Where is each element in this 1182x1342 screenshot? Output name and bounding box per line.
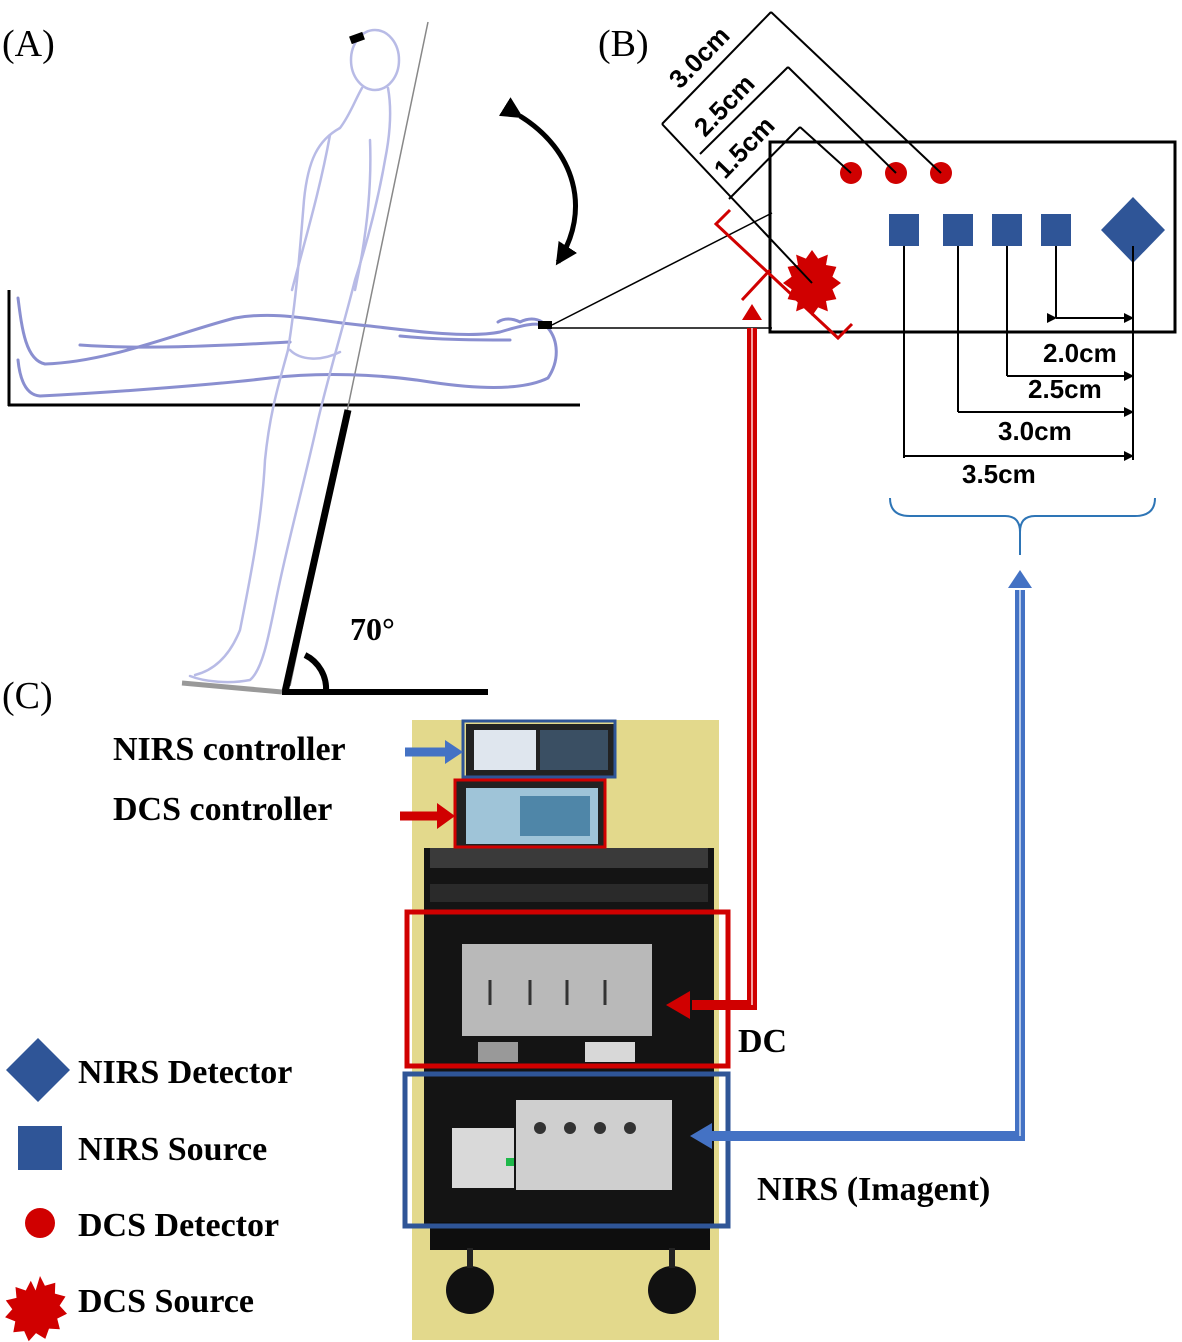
dcs-fiber-arrowhead-left	[666, 991, 690, 1019]
legend-nirs-source-symbol	[18, 1126, 62, 1170]
nirs-imagent-base	[452, 1128, 514, 1188]
nirs-source-marker	[889, 214, 919, 246]
dcs-controller-highlight	[453, 778, 607, 849]
legend-dcs-detector-symbol	[25, 1208, 55, 1238]
cart-wheel	[446, 1266, 494, 1314]
angle-label: 70°	[350, 611, 395, 647]
nirs-indicator-led	[506, 1158, 514, 1166]
nirs-controller-highlight	[461, 719, 617, 779]
nirs-imagent-ports	[534, 1122, 636, 1134]
legend-dcs-source-label: DCS Source	[78, 1283, 254, 1320]
cart-rail	[430, 884, 708, 902]
nirs-controller-arrow-head	[445, 740, 463, 764]
nirs-fiber-arrowhead-left	[690, 1123, 712, 1149]
nirs-separation-label: 2.0cm	[1043, 338, 1117, 368]
nirs-source-marker	[1041, 214, 1071, 246]
nirs-source-marker	[943, 214, 973, 246]
dc-module-chassis	[462, 944, 652, 1036]
nirs-separation-label: 3.0cm	[998, 416, 1072, 446]
dcs-fiber-arrowhead-top	[742, 304, 762, 320]
dc-small-unit	[478, 1042, 518, 1062]
dcs-controller-screen-panel	[520, 796, 590, 836]
nirs-detector-marker	[1101, 197, 1165, 263]
panel-b-probe: (B) 3.0cm 2.5cm 1.5cm	[598, 11, 1177, 555]
dc-module-highlight	[404, 909, 731, 1069]
head-probe-marker-standing	[349, 31, 365, 45]
nirs-source-marker	[992, 214, 1022, 246]
dcs-fiber-stub	[740, 268, 772, 302]
footplate	[181, 680, 283, 695]
nirs-separation-dimensions	[903, 246, 1134, 461]
nirs-channel-brace	[889, 497, 1156, 555]
legend-nirs-source-label: NIRS Source	[78, 1131, 267, 1168]
legend-dcs-source-symbol	[5, 1276, 68, 1342]
legend-nirs-detector-symbol	[6, 1038, 70, 1102]
dcs-controller-arrow-head	[437, 803, 455, 829]
panel-a-label: (A)	[2, 23, 55, 65]
cart-wheel	[648, 1266, 696, 1314]
nirs-imagent-label: NIRS (Imagent)	[757, 1171, 990, 1208]
panel-b-label: (B)	[598, 23, 649, 65]
nirs-controller-screen-panel	[540, 730, 608, 770]
legend-nirs-detector-label: NIRS Detector	[78, 1054, 292, 1091]
legend: NIRS Detector NIRS Source DCS Detector D…	[5, 1038, 292, 1342]
nirs-controller-label: NIRS controller	[113, 731, 346, 768]
supine-figure	[16, 296, 558, 398]
tilt-board	[281, 409, 352, 693]
standing-figure	[188, 28, 401, 684]
angle-arc	[303, 652, 330, 693]
dc-label: DC	[738, 1023, 787, 1060]
head-probe-marker-supine	[538, 321, 552, 329]
panel-c-label: (C)	[2, 675, 53, 717]
dcs-controller-label: DCS controller	[113, 791, 332, 828]
tilt-rotation-arrow	[498, 97, 579, 266]
panel-c-instrument-cart: (C)	[2, 675, 990, 1340]
dcs-separation-dimensions	[661, 11, 942, 284]
nirs-separation-label: 3.5cm	[962, 459, 1036, 489]
zoom-line-upper	[551, 212, 773, 326]
legend-dcs-detector-label: DCS Detector	[78, 1207, 279, 1244]
nirs-fiber-arrowhead-top	[1008, 570, 1032, 588]
probe-pad	[768, 140, 1177, 334]
nirs-controller-screen	[474, 730, 536, 770]
nirs-imagent-chassis	[516, 1100, 672, 1190]
dcs-fiber-connection	[666, 304, 762, 1019]
nirs-separation-label: 2.5cm	[1028, 374, 1102, 404]
cart-top-shelf	[430, 848, 708, 868]
dcs-source-holder	[713, 208, 854, 341]
dc-small-unit	[585, 1042, 635, 1062]
panel-a-tilt-table: (A) 70°	[2, 21, 773, 695]
nirs-fiber-connection	[690, 570, 1032, 1149]
nirs-imagent-highlight	[402, 1071, 731, 1229]
dc-module-slots	[488, 980, 607, 1005]
